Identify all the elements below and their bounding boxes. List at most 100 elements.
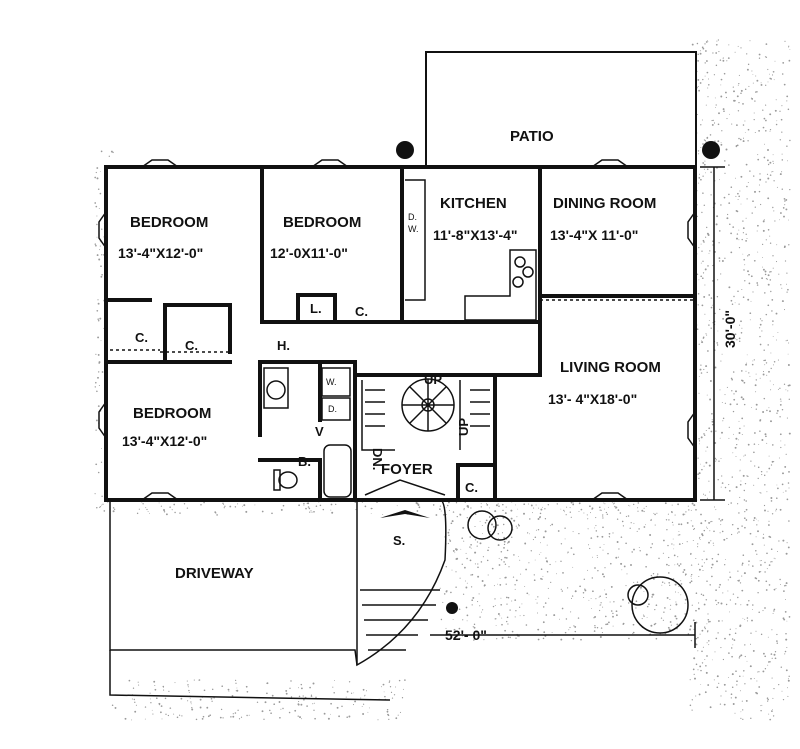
stipple-dot (711, 120, 713, 122)
stipple-dot (697, 543, 699, 545)
stipple-dot (736, 403, 738, 406)
stipple-dot (465, 552, 467, 554)
stipple-dot (706, 642, 708, 644)
stipple-dot (603, 502, 605, 504)
stipple-dot (736, 237, 738, 240)
stipple-dot (355, 509, 357, 511)
stipple-dot (664, 502, 667, 505)
stipple-dot (735, 437, 738, 440)
stipple-dot (448, 529, 450, 531)
stipple-dot (782, 62, 785, 64)
stipple-dot (97, 405, 100, 407)
stipple-dot (587, 569, 589, 571)
stipple-dot (695, 663, 698, 666)
stipple-dot (537, 596, 539, 598)
stipple-dot (728, 286, 731, 289)
stipple-dot (560, 560, 562, 563)
stipple-dot (731, 390, 733, 392)
stipple-dot (759, 173, 761, 175)
stipple-dot (335, 503, 337, 506)
stipple-dot (97, 318, 99, 320)
stipple-dot (744, 132, 746, 134)
stipple-dot (735, 177, 736, 179)
stipple-dot (759, 377, 761, 379)
stipple-dot (306, 502, 308, 505)
stipple-dot (101, 254, 103, 256)
stipple-dot (138, 508, 140, 510)
stipple-dot (742, 140, 745, 143)
stipple-dot (725, 319, 727, 321)
stipple-dot (735, 195, 737, 197)
stipple-dot (764, 143, 765, 145)
stipple-dot (733, 344, 735, 347)
stipple-dot (715, 104, 717, 106)
stipple-dot (698, 472, 701, 475)
stipple-dot (718, 260, 721, 262)
stipple-dot (763, 504, 766, 507)
stipple-dot (708, 521, 711, 524)
stipple-dot (163, 687, 164, 688)
stipple-dot (678, 585, 680, 588)
stipple-dot (643, 590, 645, 592)
stipple-dot (767, 229, 770, 231)
stipple-dot (775, 339, 777, 341)
stipple-dot (668, 556, 670, 559)
stipple-dot (769, 271, 771, 273)
stipple-dot (745, 233, 747, 235)
stipple-dot (442, 513, 445, 516)
stipple-dot (96, 236, 98, 238)
stipple-dot (693, 657, 696, 660)
stipple-dot (517, 523, 520, 525)
stipple-dot (698, 568, 701, 571)
stipple-dot (133, 698, 135, 701)
stipple-dot (697, 546, 699, 548)
stipple-dot (382, 514, 384, 516)
stipple-dot (95, 463, 98, 466)
stipple-dot (404, 679, 406, 681)
stipple-dot (760, 633, 763, 636)
stipple-dot (333, 691, 335, 694)
stipple-dot (169, 707, 172, 709)
stipple-dot (703, 529, 706, 532)
stipple-dot (97, 471, 100, 474)
stipple-dot (767, 344, 769, 346)
stipple-dot (748, 85, 750, 87)
stipple-dot (751, 619, 753, 622)
stipple-dot (595, 517, 597, 519)
stipple-dot (331, 511, 334, 514)
stipple-dot (710, 297, 713, 299)
stipple-dot (151, 709, 153, 711)
stipple-dot (776, 640, 778, 642)
stipple-dot (664, 582, 666, 584)
stipple-dot (734, 100, 736, 101)
stipple-dot (772, 267, 774, 269)
stipple-dot (746, 603, 749, 606)
stipple-dot (97, 320, 100, 322)
stipple-dot (227, 688, 230, 691)
stipple-dot (716, 604, 718, 606)
stipple-dot (362, 713, 365, 715)
stipple-dot (198, 679, 200, 681)
stipple-dot (785, 340, 787, 342)
stipple-dot (670, 604, 672, 606)
stipple-dot (716, 342, 719, 344)
stipple-dot (668, 628, 671, 631)
patio-label: PATIO (510, 128, 554, 145)
stipple-dot (273, 703, 276, 706)
stipple-dot (731, 655, 733, 658)
stipple-dot (613, 502, 615, 504)
stipple-dot (718, 257, 721, 259)
stipple-dot (706, 527, 708, 529)
stipple-dot (708, 324, 710, 326)
stipple-dot (776, 412, 778, 414)
stipple-dot (150, 702, 152, 704)
stipple-dot (733, 99, 736, 102)
stipple-dot (512, 576, 515, 578)
stipple-dot (741, 589, 744, 592)
stipple-dot (602, 517, 604, 519)
stipple-dot (785, 599, 786, 600)
stipple-dot (738, 239, 740, 241)
stipple-dot (744, 683, 746, 685)
stipple-dot (651, 543, 654, 545)
stipple-dot (698, 153, 700, 155)
